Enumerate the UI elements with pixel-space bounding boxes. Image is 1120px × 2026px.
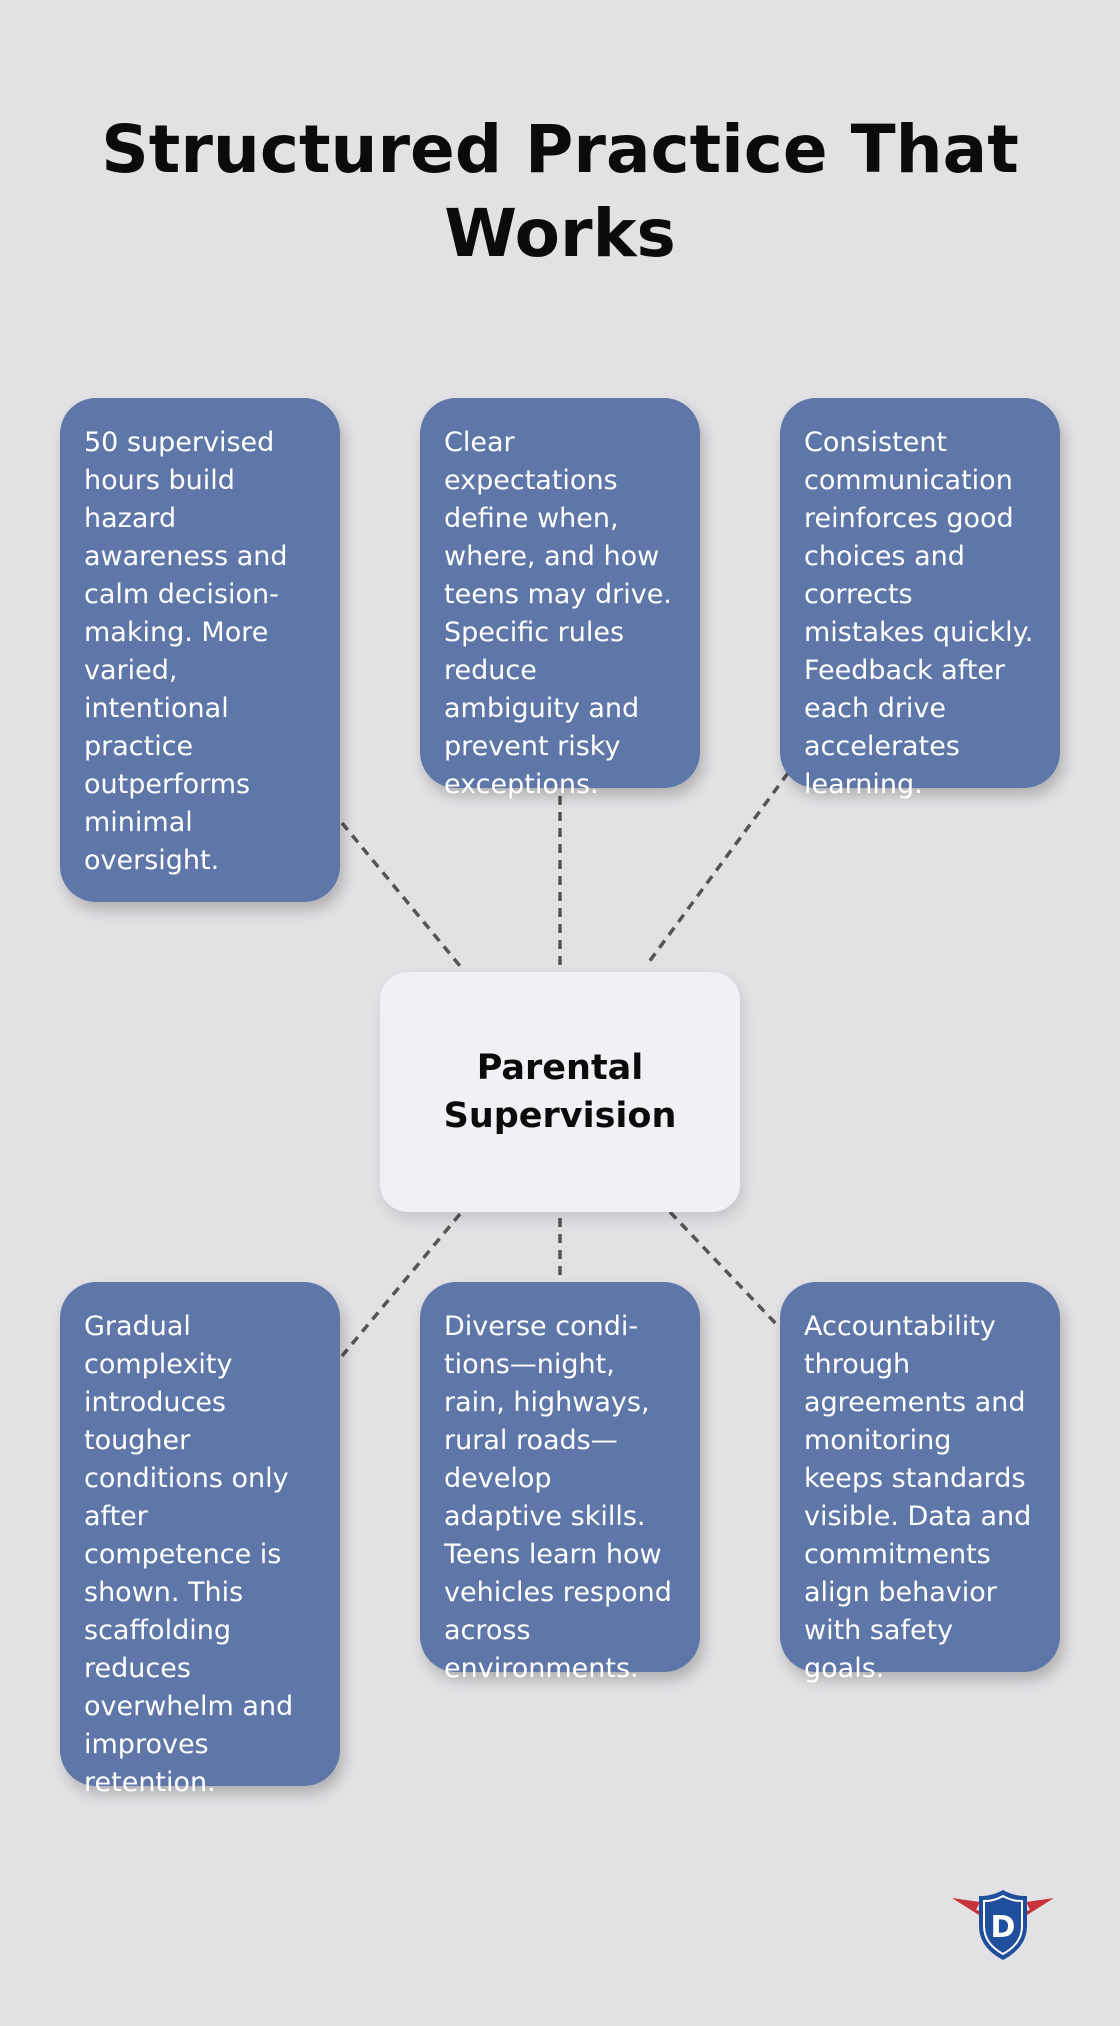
card-clear-expectations: Clear expectations define when, where, a… [420,398,700,800]
card-diverse-conditions: Diverse condi-tions—night, rain, highway… [420,1282,700,1684]
card-text: Consistent communication reinforces good… [804,427,1034,800]
shield-wings-logo-icon: D [952,1890,1054,1960]
card-consistent-communication: Consistent communication reinforces good… [780,398,1060,800]
card-accountability: Accountability through agreements and mo… [780,1282,1060,1684]
card-supervised-hours: 50 supervised hours build hazard awarene… [60,398,340,902]
connector-bottom-right [668,1210,782,1330]
card-text: Diverse condi-tions—night, rain, highway… [444,1311,672,1684]
connector-top-right [644,771,790,968]
card-text: Clear expectations define when, where, a… [444,427,672,800]
logo-letter: D [991,1910,1016,1945]
center-node: Parental Supervision [380,972,740,1212]
card-text: Accountability through agreements and mo… [804,1311,1032,1684]
card-text: Gradual complexity introduces tougher co… [84,1311,294,1798]
center-label: Parental Supervision [443,1048,677,1136]
connector-top-left [340,821,462,968]
card-text: 50 supervised hours build hazard awarene… [84,427,288,876]
card-gradual-complexity: Gradual complexity introduces tougher co… [60,1282,340,1798]
page-title: Structured Practice That Works [101,111,1019,272]
